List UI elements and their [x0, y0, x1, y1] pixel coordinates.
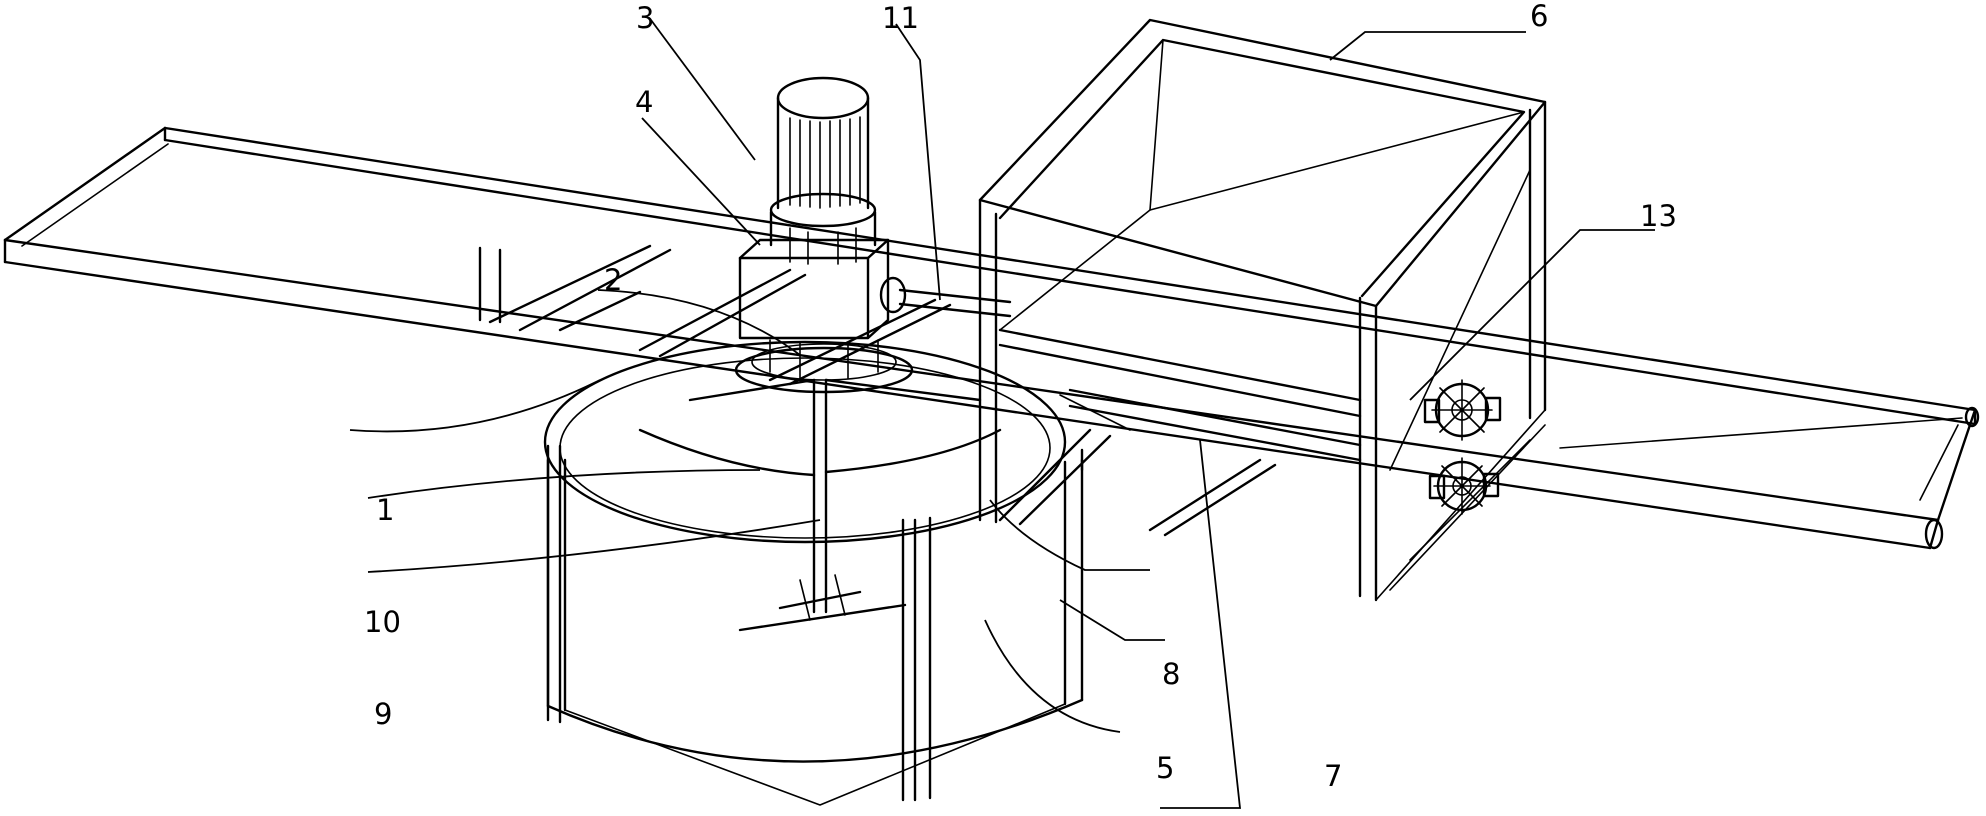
label-9: 9 — [374, 697, 392, 731]
label-4: 4 — [635, 85, 653, 119]
label-8: 8 — [1162, 657, 1180, 691]
label-5: 5 — [1156, 751, 1174, 785]
leader-lines — [349, 19, 1655, 809]
motor-assembly — [734, 76, 1012, 394]
label-11: 11 — [882, 1, 919, 35]
hopper-box — [978, 18, 1547, 602]
stirring-shaft — [638, 378, 1002, 632]
label-7: 7 — [1324, 759, 1342, 793]
callout-labels: 3 11 4 6 2 13 1 10 9 8 5 7 — [364, 0, 1677, 793]
label-2: 2 — [604, 263, 622, 297]
gear-set — [1423, 379, 1502, 515]
mixing-tank — [543, 340, 1084, 806]
label-6: 6 — [1530, 0, 1548, 33]
label-3: 3 — [636, 1, 654, 35]
rail-frame — [3, 126, 1980, 550]
label-1: 1 — [376, 493, 394, 527]
label-13: 13 — [1640, 199, 1677, 233]
label-10: 10 — [364, 605, 401, 639]
